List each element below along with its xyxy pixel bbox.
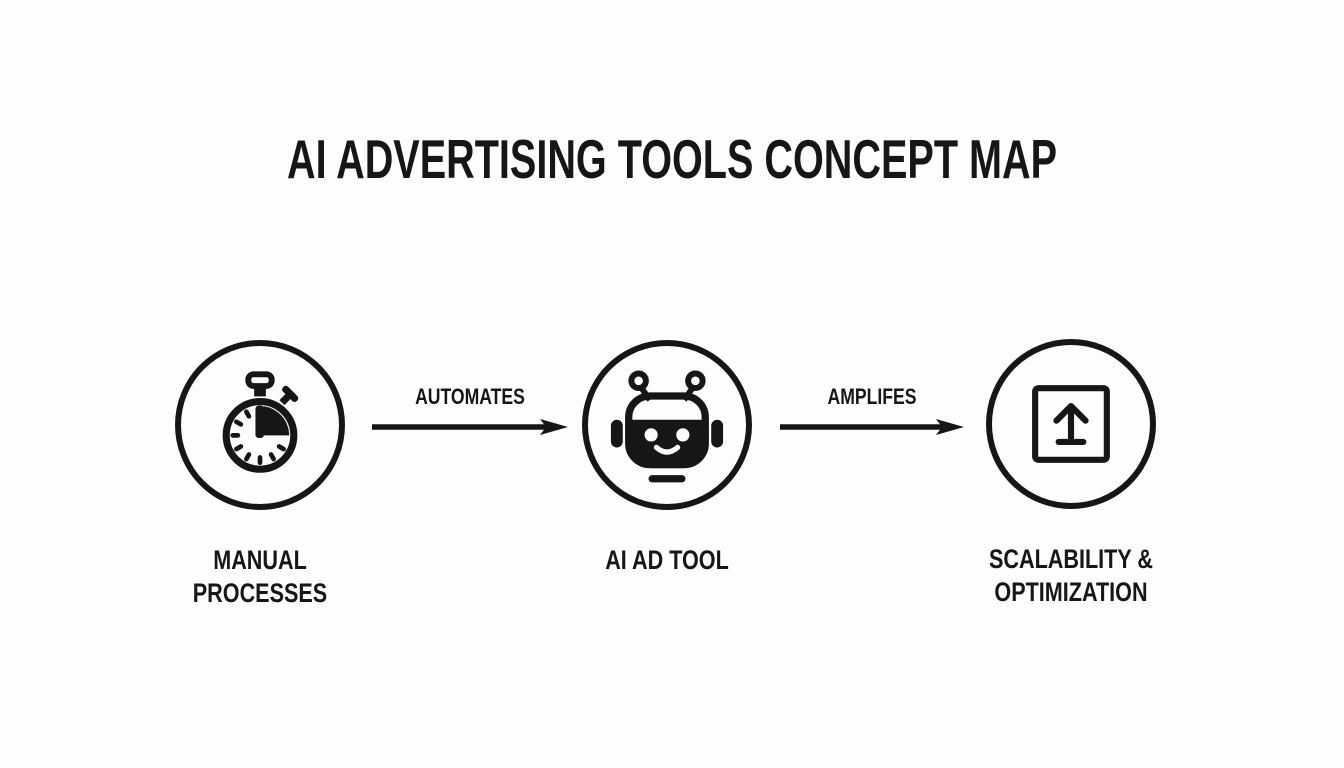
arrow-right-icon <box>372 419 568 435</box>
node-manual-processes <box>175 340 345 510</box>
upload-box-icon <box>1032 385 1110 463</box>
node-label-line: OPTIMIZATION <box>994 577 1148 607</box>
edge-label-automates: AUTOMATES <box>415 384 525 409</box>
node-label-scalability-optimization: SCALABILITY & OPTIMIZATION <box>951 543 1191 609</box>
robot-icon <box>610 370 724 483</box>
node-label-ai-ad-tool: AI AD TOOL <box>547 544 787 577</box>
edge-label-amplifes: AMPLIFES <box>827 384 917 409</box>
node-label-line: SCALABILITY & <box>988 544 1153 574</box>
node-label-line: PROCESSES <box>192 578 328 608</box>
arrow-right-icon <box>780 419 964 435</box>
page-title: AI ADVERTISING TOOLS CONCEPT MAP <box>286 128 1058 190</box>
node-label-line: MANUAL <box>213 545 307 575</box>
node-scalability-optimization <box>986 339 1156 509</box>
node-label-manual-processes: MANUAL PROCESSES <box>140 544 380 610</box>
stopwatch-icon <box>222 371 299 473</box>
node-label-line: AI AD TOOL <box>605 545 729 575</box>
node-ai-ad-tool <box>582 340 752 510</box>
